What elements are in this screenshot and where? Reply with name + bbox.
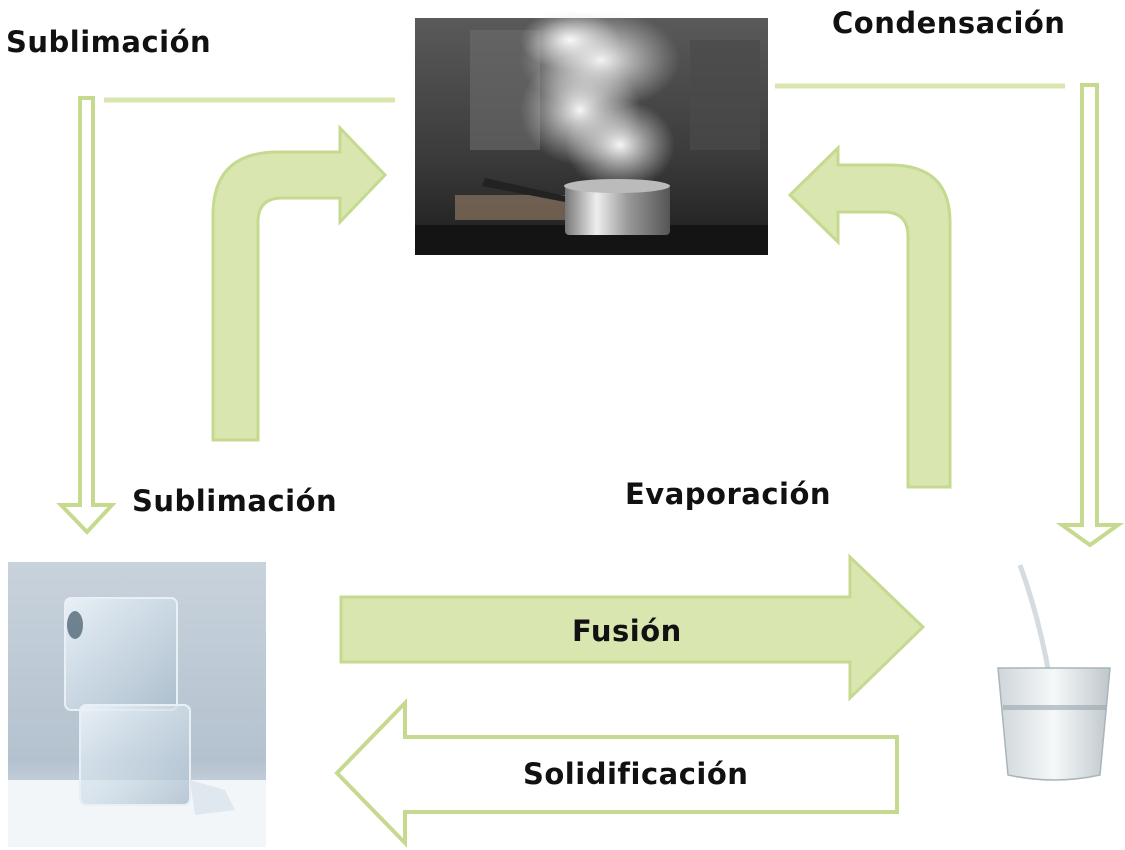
label-solidification: Solidificación [523,757,749,791]
label-sublimation-top: Sublimación [6,25,212,59]
ice-cubes-photo [8,562,266,847]
label-condensation: Condensación [832,6,1066,40]
sublimation-solid-to-gas-arrow [211,124,388,442]
sublimation-gas-to-solid-arrow [56,96,117,535]
condensation-arrow [1055,83,1125,548]
solidification-arrow [334,698,899,848]
label-sublimation-bottom: Sublimación [132,484,338,518]
water-glass-photo [997,564,1111,781]
evaporation-arrow [787,144,952,489]
boiling-pot-photo [415,10,768,255]
label-fusion: Fusión [572,614,682,648]
fusion-arrow [339,553,926,702]
label-evaporation: Evaporación [625,477,832,511]
